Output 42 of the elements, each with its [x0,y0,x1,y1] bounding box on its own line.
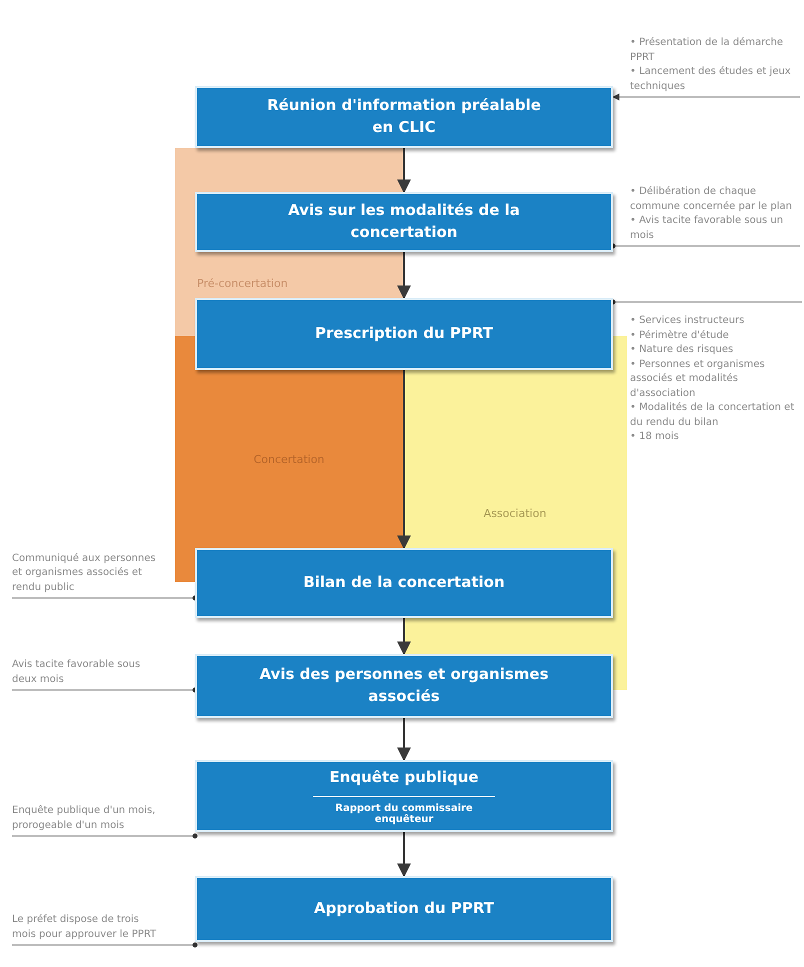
note-text: • Délibération de chaque commune concernée par le plan [630,185,793,214]
arrow [397,370,411,550]
note-text: • Nature des risques [630,343,734,357]
process-box [195,654,613,718]
note-text: • Périmètre d'étude [630,328,730,342]
step-title: Prescription du PPRT [315,323,493,344]
arrow [397,148,411,194]
note-text: • Présentation de la démarche PPRT [630,36,784,64]
note-text: • Lancement des études et jeux techniques [630,65,792,94]
note-text: • Personnes et organismes associés et modalités d'association [630,358,766,400]
note-text: • Modalités de la concertation et du rendu du bilan [630,401,796,430]
step-title: Réunion d'information préalable en CLIC [266,95,542,138]
leader-line [12,596,198,600]
arrow [397,618,411,656]
leader-line [12,688,198,692]
note-text: Enquête publique d'un mois, prorogeable d'un mois [12,804,156,832]
leader-line [12,834,198,838]
note-text: Communiqué aux personnes et organismes associés et rendu public [12,552,157,594]
step-title: Enquête publique [329,766,479,788]
leader-line [12,942,198,948]
arrow [397,718,411,762]
note-text: Avis tacite favorable sous deux mois [12,658,142,686]
step-title: Avis sur les modalités de la concertation [287,200,521,243]
leader-line [612,94,800,100]
process-box [195,86,613,148]
step-title: Bilan de la concertation [303,572,505,594]
arrow [397,252,411,300]
process-box [195,876,613,942]
process-box [195,548,613,618]
arrow [397,832,411,878]
note-text: • Avis tacite favorable sous un mois [630,214,784,242]
process-box [195,298,613,370]
phase-label: Association [484,506,546,520]
step-title: Avis des personnes et organismes associés [258,664,550,707]
step-title: Approbation du PPRT [314,898,494,920]
note-text: • Services instructeurs [630,314,746,328]
step-subtitle: Rapport du commissaire enquêteur [312,796,496,826]
phase-label: Pré-concertation [197,277,288,290]
note-text: Le préfet dispose de trois mois pour approuver le PPRT [12,913,158,942]
process-box [195,760,613,832]
process-box [195,192,613,252]
note-text: • 18 mois [630,430,680,444]
